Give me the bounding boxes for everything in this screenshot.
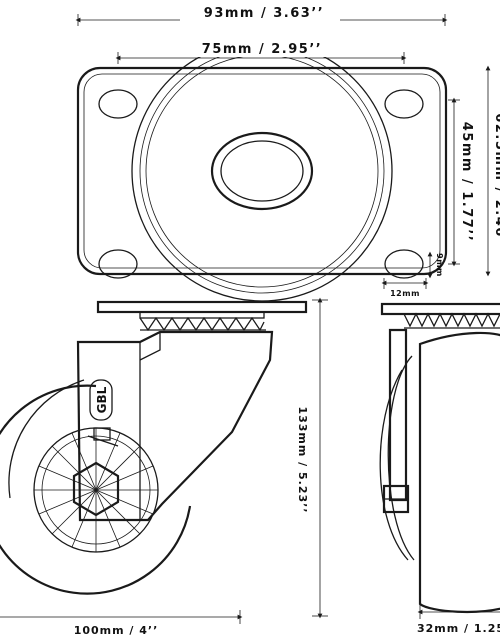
label-plate-width: 93mm / 3.63’’	[204, 6, 324, 21]
bolt-hole-bottom-right	[384, 249, 424, 279]
dim-hole-spacing-height: 45mm / 1.77’’	[448, 97, 474, 267]
bolt-hole-top-right	[384, 89, 424, 119]
label-plate-height: 62.5mm / 2.46’’	[492, 113, 500, 250]
label-hole-width: 12mm	[390, 289, 420, 298]
bolt-hole-bottom-left	[98, 249, 138, 279]
dim-plate-height: 62.5mm / 2.46’’	[485, 65, 500, 277]
side-view: GBL	[0, 300, 308, 595]
top-plate-view	[76, 40, 448, 302]
label-hole-spacing-width: 75mm / 2.95’’	[202, 42, 322, 57]
dim-hole-width: 12mm	[381, 278, 429, 298]
label-wheel-width: 32mm / 1.25’’	[417, 622, 500, 635]
bolt-hole-top-left	[98, 89, 138, 119]
front-view	[379, 302, 500, 614]
dim-hole-spacing-width: 75mm / 2.95’’	[115, 40, 407, 64]
label-hole-spacing-height: 45mm / 1.77’’	[459, 122, 474, 242]
dim-wheel-diameter: 100mm / 4’’	[0, 610, 243, 637]
label-overall-height: 133mm / 5.23’’	[296, 406, 309, 513]
dim-overall-height: 133mm / 5.23’’	[292, 297, 328, 619]
dim-plate-width: 93mm / 3.63’’	[75, 4, 448, 26]
brand-logo: GBL	[95, 386, 109, 413]
label-wheel-diameter: 100mm / 4’’	[74, 624, 159, 637]
dim-hole-height: 9mm	[427, 251, 444, 279]
dim-wheel-width: 32mm / 1.25’’	[417, 605, 500, 635]
label-hole-height: 9mm	[435, 253, 444, 277]
